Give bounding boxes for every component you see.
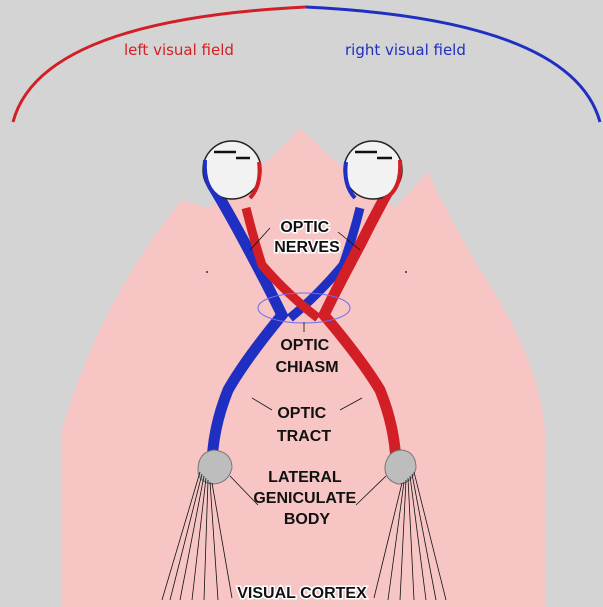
left-eye: [203, 141, 261, 199]
optic-nerves-line-2: NERVES: [274, 239, 340, 256]
right-visual-field-label: right visual field: [345, 41, 466, 59]
optic-chiasm-line-1: OPTIC: [280, 337, 329, 354]
optic-tract-line-2: TRACT: [277, 428, 331, 445]
left-visual-field-arc: [13, 7, 306, 122]
optic-chiasm-line-2: CHIASM: [275, 359, 338, 376]
right-visual-field-arc: [306, 7, 600, 122]
dot-left: [206, 271, 208, 273]
right-eye: [344, 141, 402, 199]
visual-cortex-label: VISUAL CORTEX: [237, 585, 367, 602]
visual-field-arc: [13, 7, 600, 122]
optic-nerves-line-1: OPTIC: [280, 219, 329, 236]
lgb-line-1: LATERAL: [268, 469, 342, 486]
left-visual-field-label: left visual field: [124, 41, 234, 59]
lgb-line-3: BODY: [284, 511, 331, 528]
dot-right: [405, 271, 407, 273]
optic-tract-line-1: OPTIC: [277, 405, 326, 422]
lgb-line-2: GENICULATE: [253, 490, 356, 507]
